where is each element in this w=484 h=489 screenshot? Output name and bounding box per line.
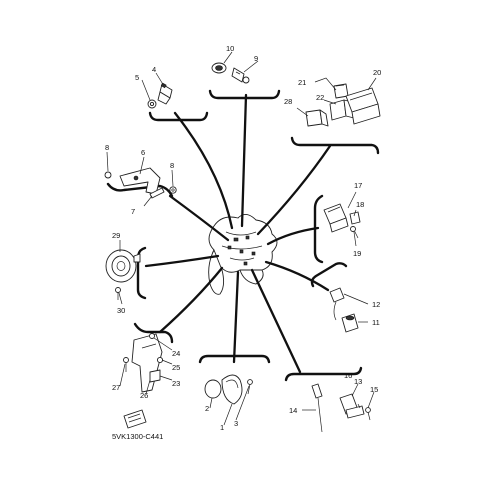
callout-5: 5 <box>135 73 139 82</box>
callout-7: 7 <box>131 207 135 216</box>
unit-part-1 <box>221 374 243 405</box>
callout-14: 14 <box>289 406 297 415</box>
leader-lines <box>106 51 377 426</box>
relay-part-28 <box>305 109 329 127</box>
bolt-part-15 <box>365 407 371 421</box>
bracket-part-26 <box>131 333 163 393</box>
callout-21: 21 <box>298 78 306 87</box>
callout-12: 12 <box>372 300 380 309</box>
screw-part-19 <box>350 226 359 239</box>
callout-16: 16 <box>344 371 352 380</box>
clamp-part-13 <box>345 405 365 419</box>
callout-18: 18 <box>356 200 364 209</box>
relay-part-17 <box>323 203 349 233</box>
grommet-part-10 <box>211 62 227 74</box>
callout-23: 23 <box>172 379 180 388</box>
callout-29: 29 <box>112 231 120 240</box>
callout-22: 22 <box>316 93 324 102</box>
callout-17: 17 <box>354 181 362 190</box>
nut-part-5 <box>147 99 157 109</box>
callout-27: 27 <box>112 383 120 392</box>
callout-30: 30 <box>117 306 125 315</box>
callout-8-left: 8 <box>105 143 109 152</box>
connector-part-12 <box>329 287 345 321</box>
gasket-part-2 <box>204 379 222 399</box>
reference-logo <box>123 409 147 429</box>
callout-28: 28 <box>284 97 292 106</box>
callout-26: 26 <box>140 391 148 400</box>
connection-wires <box>106 89 380 382</box>
cable-part-14 <box>311 383 323 433</box>
callout-3: 3 <box>234 419 238 428</box>
screw-part-27 <box>123 357 129 372</box>
callout-15: 15 <box>370 385 378 394</box>
callout-10: 10 <box>226 44 234 53</box>
wire-harness-center <box>208 214 278 295</box>
nut-part-8-right <box>169 186 177 194</box>
callout-20: 20 <box>373 68 381 77</box>
callout-19: 19 <box>353 249 361 258</box>
bolt-part-3 <box>247 379 253 395</box>
bolt-part-30 <box>115 287 121 300</box>
callout-11: 11 <box>372 318 380 327</box>
bolt-part-8-left <box>104 171 112 179</box>
diagram-code: 5VK1300-C441 <box>112 432 163 441</box>
spacer-part-23 <box>149 369 161 383</box>
bolt-part-24 <box>149 333 155 339</box>
callout-8-right: 8 <box>170 161 174 170</box>
sensor-part-4 <box>157 82 173 105</box>
callout-1: 1 <box>220 423 224 432</box>
callout-13: 13 <box>354 377 362 386</box>
callout-4: 4 <box>152 65 156 74</box>
callout-24: 24 <box>172 349 180 358</box>
callout-9: 9 <box>254 54 258 63</box>
washer-part-25 <box>156 356 164 364</box>
switch-part-9 <box>231 67 250 84</box>
callout-25: 25 <box>172 363 180 372</box>
callout-labels: 1 2 3 4 5 6 7 8 8 9 10 11 12 13 14 15 16… <box>105 44 381 441</box>
callout-2: 2 <box>205 404 209 413</box>
control-unit-part-20 <box>345 87 381 125</box>
horn-part-29 <box>105 249 141 283</box>
sensor-part-11 <box>341 313 359 333</box>
callout-6: 6 <box>141 148 145 157</box>
